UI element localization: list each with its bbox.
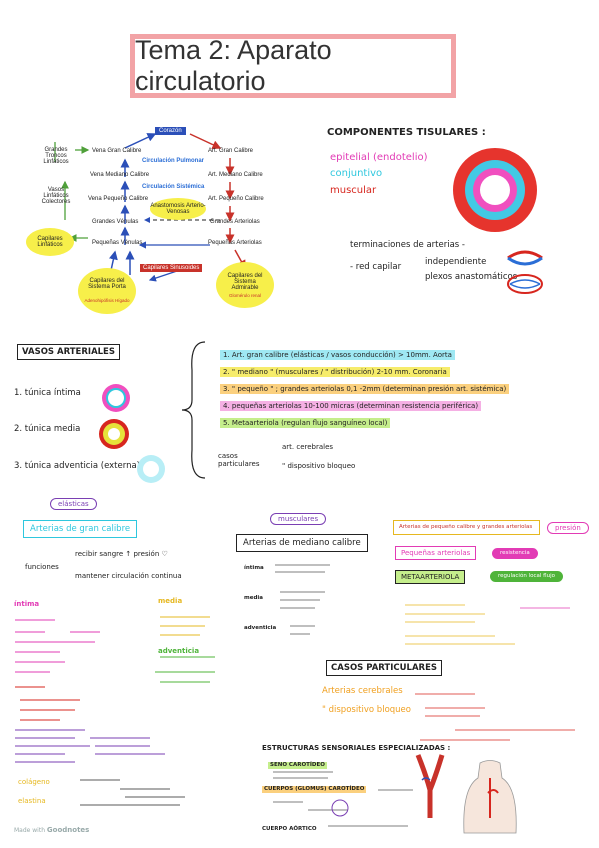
capillary-icon xyxy=(507,250,543,294)
componentes-heading: COMPONENTES TISULARES : xyxy=(327,127,486,138)
tunica-adventicia-label: 3. túnica adventicia (externa) xyxy=(14,461,141,471)
list-item-5: 5. Metaarteriola (regulan flujo sanguíne… xyxy=(220,418,391,428)
casos-label: casos particulares xyxy=(218,452,260,468)
anastomosis-label: Anastomosis Arterio-Venosas xyxy=(150,198,206,220)
capilares-admirable-sub: Glomérulo renal xyxy=(228,293,261,298)
estructuras-heading: ESTRUCTURAS SENSORIALES ESPECIALIZADAS : xyxy=(262,744,451,752)
list-bracket xyxy=(181,341,206,479)
red-capilar-label: - red capilar xyxy=(350,262,402,272)
carotid-illustration xyxy=(415,754,445,818)
circulacion-pulmonar: Circulación Pulmonar xyxy=(142,158,205,164)
capilares-porta-blob xyxy=(78,268,136,314)
cuerpo-aortico-label: CUERPO AÓRTICO xyxy=(262,826,317,832)
vasos-arteriales-heading: VASOS ARTERIALES xyxy=(17,344,120,360)
casos-particulares-heading: CASOS PARTICULARES xyxy=(326,660,443,676)
tunica-media-label: 2. túnica media xyxy=(14,424,81,434)
media-md-label: media xyxy=(244,595,263,601)
dispositivo-bloqueo-note: " dispositivo bloqueo xyxy=(322,705,411,715)
peq-grandes-box: Arterias de pequeño calibre y grandes ar… xyxy=(393,520,540,535)
corazon-label: Corazón xyxy=(155,127,186,135)
art-gran-calibre: Art. Gran Calibre xyxy=(208,148,254,154)
vena-gran-calibre: Vena Gran Calibre xyxy=(92,148,142,154)
grandes-venulas: Grandes Vénulas xyxy=(92,219,139,225)
adventicia-ring-icon xyxy=(137,455,165,483)
media-heading: media xyxy=(158,597,183,605)
goodnotes-logo: Goodnotes xyxy=(46,826,90,834)
list-item-3: 3. " pequeño " ; grandes arteriolas 0,1 … xyxy=(220,384,510,394)
seno-carotideo-label: SENO CAROTÍDEO xyxy=(268,762,327,769)
circulacion-sistemica: Circulación Sistémica xyxy=(142,184,205,190)
regulacion-pill: regulación local flujo xyxy=(490,571,563,582)
grandes-troncos-label: Grandes Troncos Linfáticos xyxy=(43,147,69,165)
componente-conjuntivo: conjuntivo xyxy=(330,168,383,179)
vasos-linfaticos-label: Vasos Linfáticos Colectores xyxy=(41,187,71,205)
page-title: Tema 2: Aparato circulatorio xyxy=(135,35,332,96)
capilares-sinusoides: Capilares Sinusoides xyxy=(140,264,203,272)
capilares-porta: Capilares del Sistema Porta xyxy=(88,278,126,290)
terminaciones-label: terminaciones de arterias - xyxy=(350,240,465,250)
pequenas-arteriolas-box: Pequeñas arteriolas xyxy=(395,546,477,560)
made-with-label: Made with Goodnotes xyxy=(14,826,89,834)
list-item-4: 4. pequeñas arteriolas 10-100 micras (de… xyxy=(220,401,482,411)
list-item-2: 2. " mediano " (musculares / " distribuc… xyxy=(220,367,450,377)
capilares-porta-sub: Adenohipófisis Hígado xyxy=(84,298,130,303)
media-ring-icon xyxy=(99,419,129,449)
vessel-layers-icon xyxy=(453,148,537,232)
colageno-notes-scribbles xyxy=(80,779,185,806)
elasticas-notes-scribbles xyxy=(15,616,215,763)
intima-heading: íntima xyxy=(14,600,40,608)
elasticas-pill: elásticas xyxy=(50,498,97,510)
arterias-gran-calibre: Arterias de gran calibre xyxy=(23,520,138,538)
colageno-label: colágeno xyxy=(18,778,50,786)
tunica-intima-label: 1. túnica íntima xyxy=(14,388,81,398)
grandes-arteriolas: Grandes Arteriolas xyxy=(210,219,260,225)
cuerpo-carotideo-label: CUERPOS (GLOMUS) CAROTÍDEO xyxy=(262,786,367,793)
pequenas-arteriolas: Pequeñas Arteriolas xyxy=(208,240,262,246)
musculares-notes-scribbles xyxy=(275,564,330,635)
metaarteriola-box: METAARTERIOLA xyxy=(395,570,466,584)
componente-epitelial: epitelial (endotelio) xyxy=(330,152,428,163)
casos-notes-scribbles xyxy=(415,693,575,741)
torso-illustration xyxy=(463,760,517,834)
intima-ring-icon xyxy=(102,384,130,412)
presion-pill: presión xyxy=(547,522,589,534)
art-pequeno-calibre: Art. Pequeño Calibre xyxy=(208,196,264,202)
intima-md-label: íntima xyxy=(244,565,264,571)
independiente-label: independiente xyxy=(425,257,487,267)
vena-pequeno-calibre: Vena Pequeño Calibre xyxy=(88,196,149,202)
capilares-linfaticos-label: Capilares Linfáticos xyxy=(26,228,74,256)
vena-mediano-calibre: Vena Mediano Calibre xyxy=(90,172,150,178)
made-with-text: Made with xyxy=(14,827,45,834)
arterial-list: 1. Art. gran calibre (elásticas / vasos … xyxy=(220,350,590,428)
art-mediano-calibre: Art. Mediano Calibre xyxy=(208,172,263,178)
right-notes-scribbles xyxy=(405,604,570,645)
musculares-pill: musculares xyxy=(270,513,327,525)
adventicia-heading: adventicia xyxy=(158,647,200,655)
funciones-label: funciones xyxy=(25,563,59,571)
resistencia-pill: resistencia xyxy=(492,548,538,559)
recibir-label: recibir sangre ↑ presión ♡ xyxy=(75,550,168,558)
mantener-label: mantener circulación continua xyxy=(75,572,182,580)
capilares-admirable-blob xyxy=(216,262,274,308)
elastina-label: elastina xyxy=(18,797,46,805)
title-box: Tema 2: Aparato circulatorio xyxy=(130,34,456,98)
arterias-cerebrales-note: Arterias cerebrales xyxy=(322,686,403,696)
dispositivo-label: " dispositivo bloqueo xyxy=(282,462,356,470)
adventicia-md-label: adventicia xyxy=(244,625,277,631)
art-cerebrales-label: art. cerebrales xyxy=(282,443,334,451)
arterias-mediano-calibre: Arterias de mediano calibre xyxy=(236,534,368,552)
componente-muscular: muscular xyxy=(330,185,377,196)
pequenas-venulas: Pequeñas Vénulas xyxy=(92,240,143,246)
list-item-1: 1. Art. gran calibre (elásticas / vasos … xyxy=(220,350,455,360)
plexos-label: plexos anastomáticos xyxy=(425,272,518,282)
estructuras-notes-scribbles xyxy=(273,771,413,827)
capilares-admirable: Capilares del Sistema Admirable xyxy=(227,273,263,291)
